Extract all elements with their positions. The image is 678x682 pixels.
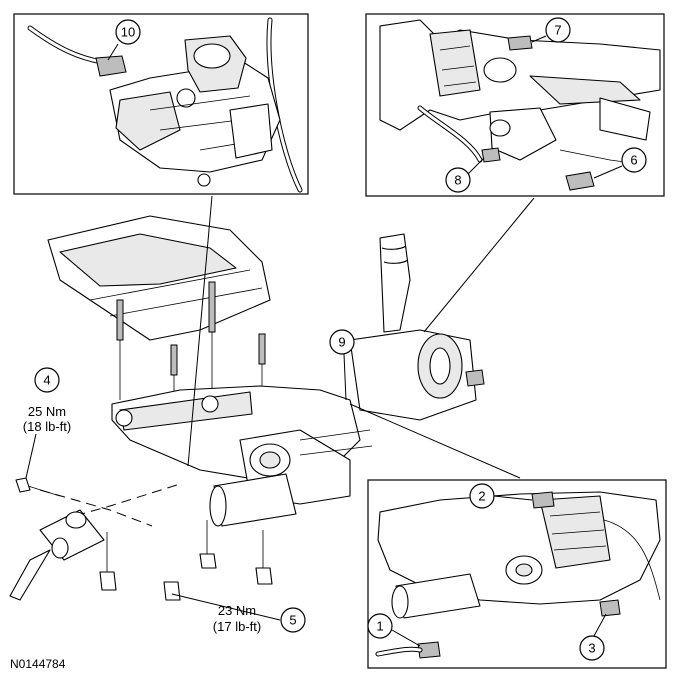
svg-text:(17 lb-ft): (17 lb-ft)	[213, 619, 261, 634]
inset-top-right	[365, 13, 665, 197]
svg-text:5: 5	[289, 613, 296, 628]
nuts	[99, 520, 273, 601]
mounting-studs	[116, 281, 266, 400]
callout-3: 3	[579, 613, 607, 661]
svg-text:2: 2	[478, 489, 485, 504]
svg-text:23 Nm: 23 Nm	[218, 603, 256, 618]
callout-9: 9	[329, 329, 355, 401]
callout-7: 7	[531, 17, 571, 43]
svg-text:7: 7	[554, 23, 561, 38]
svg-text:8: 8	[454, 173, 461, 188]
universal-joint	[9, 509, 105, 601]
callout-8: 8	[445, 157, 485, 193]
pinch-bolt	[15, 477, 61, 497]
svg-text:(18 lb-ft): (18 lb-ft)	[23, 419, 71, 434]
svg-text:4: 4	[43, 373, 50, 388]
callout-4: 4	[25, 367, 60, 479]
inset-bottom-right	[367, 479, 667, 669]
callout-1: 1	[367, 613, 421, 647]
svg-text:3: 3	[588, 641, 595, 656]
callout-10: 10	[107, 19, 141, 61]
svg-text:6: 6	[630, 153, 637, 168]
callout-5: 5	[171, 593, 306, 633]
svg-text:9: 9	[338, 335, 345, 350]
torque-spec-upper: 25 Nm (18 lb-ft)	[23, 404, 71, 434]
inset-leader-lines	[187, 195, 535, 479]
svg-text:25 Nm: 25 Nm	[28, 404, 66, 419]
svg-text:10: 10	[121, 25, 135, 40]
figure-reference: N0144784	[10, 657, 66, 671]
svg-text:1: 1	[376, 619, 383, 634]
inset-top-left	[13, 13, 309, 195]
callout-2: 2	[469, 483, 533, 509]
callout-6: 6	[593, 147, 647, 179]
main-assembly	[9, 215, 485, 601]
torque-spec-lower: 23 Nm (17 lb-ft)	[213, 603, 261, 634]
